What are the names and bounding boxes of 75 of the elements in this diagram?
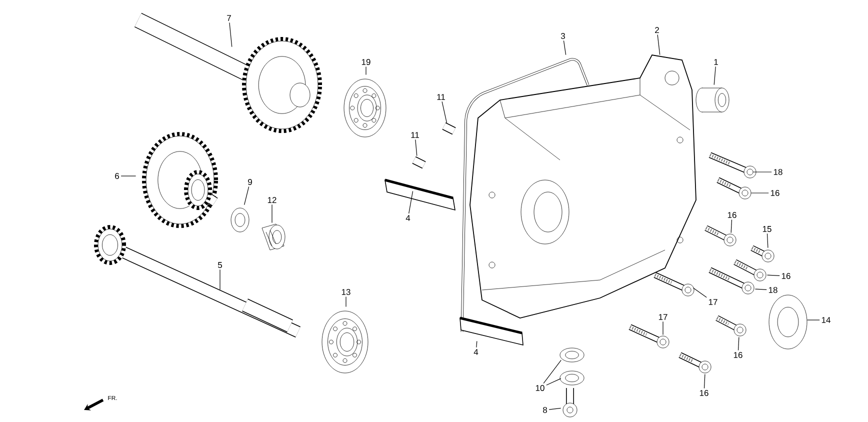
- bearing-drawing: [344, 78, 386, 138]
- gear-drawing: [142, 132, 218, 228]
- bolt-drawing: [716, 315, 746, 336]
- washer-drawing: [560, 370, 584, 386]
- callout-number: 8: [543, 407, 547, 413]
- leader-line: [754, 288, 767, 290]
- callout-number: 16: [728, 212, 736, 218]
- bolt-drawing: [734, 259, 766, 282]
- leader-line: [563, 40, 566, 56]
- bolt-drawing: [628, 324, 670, 348]
- leader-line: [704, 374, 706, 389]
- callout-number: 16: [734, 352, 742, 358]
- bushing-drawing: [696, 88, 730, 112]
- callout-number: 18: [774, 169, 782, 175]
- callout-number: 6: [115, 173, 119, 179]
- leader-line: [750, 192, 769, 194]
- callout-number: 7: [227, 15, 231, 21]
- callout-number: 11: [437, 94, 445, 100]
- washer-drawing: [230, 208, 250, 232]
- leader-line: [766, 233, 768, 248]
- leader-line: [415, 139, 418, 156]
- callout-number: 1: [714, 59, 718, 65]
- leader-line: [738, 336, 740, 351]
- gasket-drawing: [460, 58, 590, 332]
- washer-drawing: [560, 348, 584, 362]
- callout-number: 17: [658, 314, 668, 320]
- strip-drawing: [384, 178, 456, 211]
- callout-number: 11: [411, 132, 419, 138]
- callout-number: 13: [342, 289, 350, 295]
- shaft-drawing: [94, 225, 300, 338]
- leader-line: [714, 66, 716, 86]
- bolt-drawing: [654, 272, 694, 296]
- callout-number: 19: [362, 59, 370, 65]
- leader-line: [546, 378, 562, 386]
- bolt-drawing: [716, 177, 752, 200]
- leader-line: [543, 360, 562, 384]
- callout-number: 3: [560, 33, 565, 39]
- bolt-drawing: [704, 225, 736, 246]
- leader-line: [548, 408, 562, 410]
- callout-number: 4: [474, 349, 478, 355]
- pin-drawing: [442, 122, 456, 135]
- strip-drawing: [460, 316, 524, 346]
- leader-line: [408, 190, 414, 214]
- bolt-drawing: [708, 152, 756, 178]
- pin-drawing: [412, 156, 426, 169]
- callout-number: 10: [536, 385, 544, 391]
- leader-line: [692, 288, 707, 298]
- callout-number: 14: [822, 317, 830, 323]
- callout-number: 12: [268, 197, 276, 203]
- leader-line: [662, 321, 664, 336]
- callout-number: 4: [406, 215, 410, 221]
- callout-number: 18: [768, 287, 778, 293]
- bolt-drawing: [678, 352, 712, 374]
- leader-line: [244, 186, 250, 206]
- bearing-drawing: [322, 310, 368, 374]
- leader-line: [766, 274, 780, 276]
- callout-number: 17: [708, 299, 718, 305]
- cover-drawing: [470, 54, 696, 318]
- bolt-drawing: [708, 267, 754, 294]
- leader-line: [476, 340, 478, 348]
- seal-drawing: [768, 294, 808, 350]
- needle-bearing-drawing: [262, 224, 286, 250]
- bolt-drawing: [750, 245, 774, 262]
- callout-number: 16: [700, 390, 708, 396]
- callout-number: 2: [655, 27, 659, 33]
- leader-line: [229, 22, 232, 48]
- leader-line: [657, 34, 660, 56]
- leader-line: [730, 219, 732, 234]
- leader-line: [442, 101, 448, 124]
- callout-number: 9: [248, 179, 252, 185]
- callout-number: 16: [782, 273, 790, 279]
- bolt-drawing: [562, 388, 578, 418]
- callout-number: 15: [762, 226, 772, 232]
- callout-number: 16: [770, 190, 780, 196]
- shaft-drawing: [134, 12, 322, 133]
